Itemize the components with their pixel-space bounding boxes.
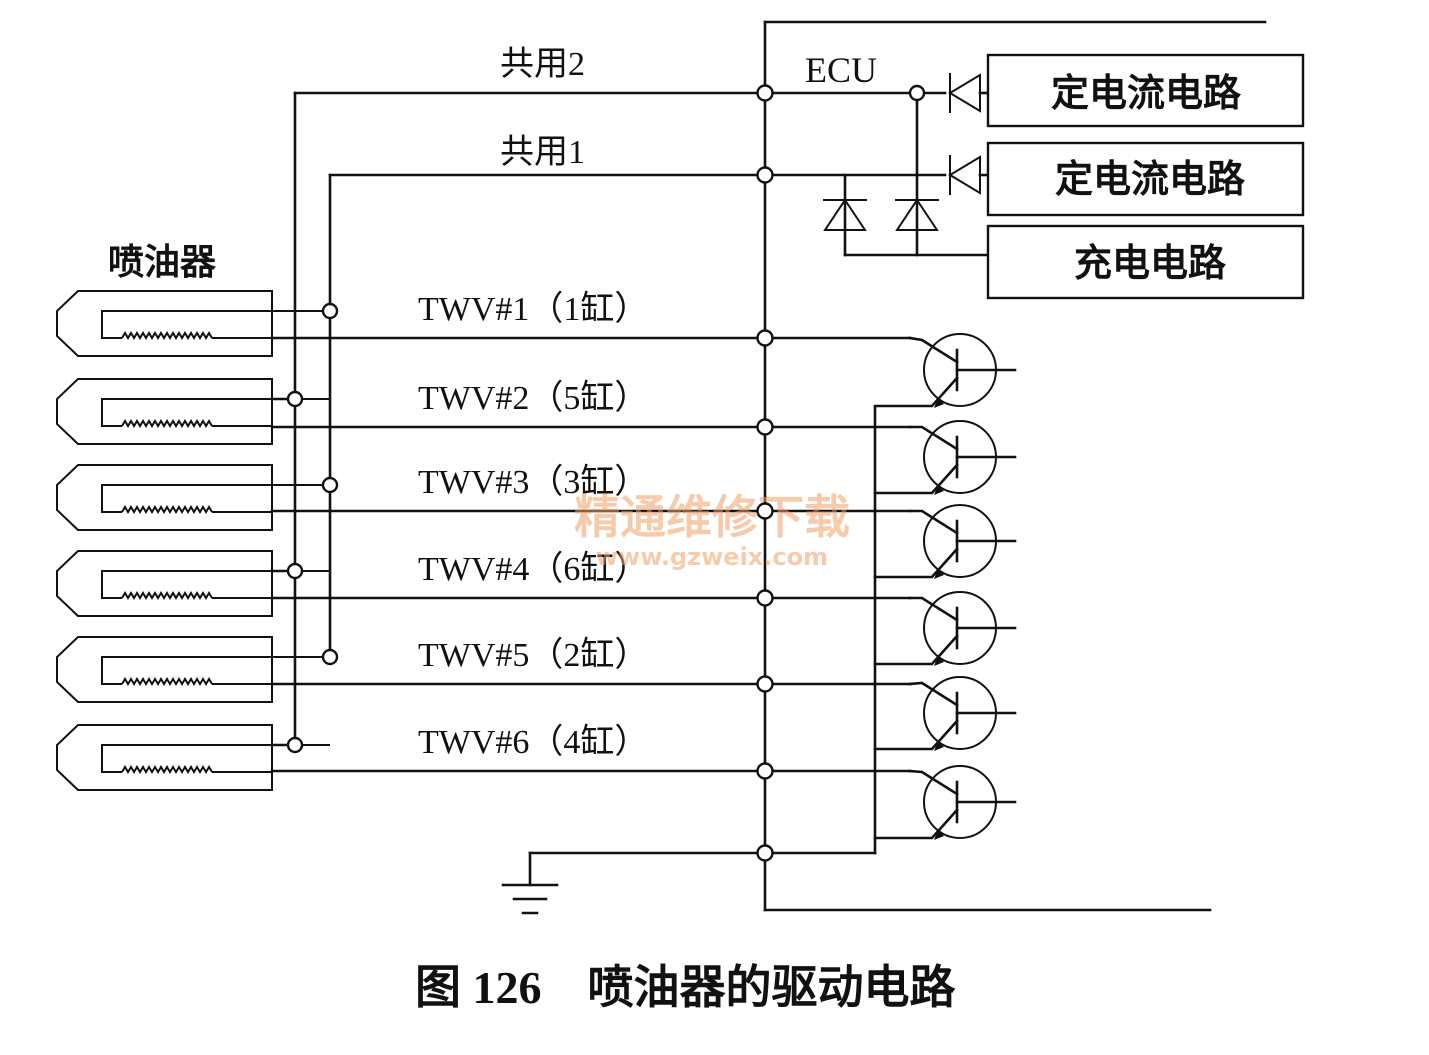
twv-label: TWV#3（3缸）	[418, 463, 648, 501]
transistor-icon	[873, 333, 1017, 408]
terminal-node	[756, 329, 774, 347]
twv-line: TWV#2（5缸）	[270, 379, 912, 436]
common-node	[286, 390, 304, 408]
terminal-node	[756, 502, 774, 520]
terminal-node	[756, 675, 774, 693]
diode-network	[823, 73, 990, 257]
transistor-icon	[873, 676, 1017, 751]
twv-label: TWV#2（5缸）	[418, 379, 648, 417]
circuit-label: 定电流电路	[1055, 159, 1246, 201]
common-node	[286, 736, 304, 754]
twv-label: TWV#5（2缸）	[418, 636, 648, 674]
figure-caption: 图 126 喷油器的驱动电路	[415, 962, 957, 1013]
transistor-icon	[873, 504, 1017, 579]
terminal-node	[756, 589, 774, 607]
terminal-node	[756, 844, 774, 862]
watermark-url: www.gzweix.com	[596, 543, 828, 571]
injector	[56, 636, 339, 703]
ecu-nodes	[756, 84, 774, 862]
diode-icon	[948, 155, 990, 195]
transistor-icon	[873, 591, 1017, 666]
twv-line: TWV#5（2缸）	[270, 636, 912, 693]
ground-icon	[501, 883, 559, 915]
terminal-node	[756, 762, 774, 780]
ecu-label: ECU	[805, 50, 877, 90]
common1-line	[328, 173, 947, 655]
common-node	[286, 562, 304, 580]
injector-label: 喷油器	[108, 242, 217, 282]
injector-group	[56, 290, 339, 791]
watermark-text: 精通维修下载	[574, 490, 850, 544]
circuit-label: 充电电路	[1074, 243, 1227, 285]
injector	[56, 464, 339, 531]
diode-icon	[895, 198, 939, 231]
twv-line: TWV#6（4缸）	[270, 723, 912, 780]
twv-line: TWV#4（6缸）	[270, 550, 912, 607]
injector	[56, 550, 330, 617]
common-node	[321, 476, 339, 494]
common-node	[321, 302, 339, 320]
common1-label: 共用1	[500, 134, 585, 171]
injector	[56, 290, 339, 357]
diode-icon	[823, 198, 867, 231]
twv-line: TWV#1（1缸）	[270, 290, 912, 347]
diode-icon	[948, 73, 990, 113]
terminal-node	[756, 166, 774, 184]
twv-lines: TWV#1（1缸） TWV#2（5缸） TWV#3（3缸） TWV#4（6缸） TWV#…	[270, 290, 912, 780]
injector	[56, 724, 330, 791]
terminal-node	[756, 84, 774, 102]
circuit-label: 定电流电路	[1051, 73, 1242, 115]
circuit-box: 定电流电路	[986, 53, 1305, 128]
terminal-node	[756, 418, 774, 436]
transistor-group	[873, 333, 1017, 840]
common2-label: 共用2	[500, 46, 585, 83]
injector	[56, 378, 330, 445]
transistor-icon	[873, 765, 1017, 840]
ground-line	[501, 405, 877, 915]
transistor-icon	[873, 420, 1017, 495]
twv-line: TWV#3（3缸）	[270, 463, 912, 520]
circuit-box: 定电流电路	[986, 141, 1305, 217]
twv-label: TWV#4（6缸）	[418, 550, 648, 588]
circuit-box: 充电电路	[986, 224, 1305, 300]
twv-label: TWV#6（4缸）	[418, 723, 648, 761]
common-node	[321, 648, 339, 666]
twv-label: TWV#1（1缸）	[418, 290, 648, 328]
